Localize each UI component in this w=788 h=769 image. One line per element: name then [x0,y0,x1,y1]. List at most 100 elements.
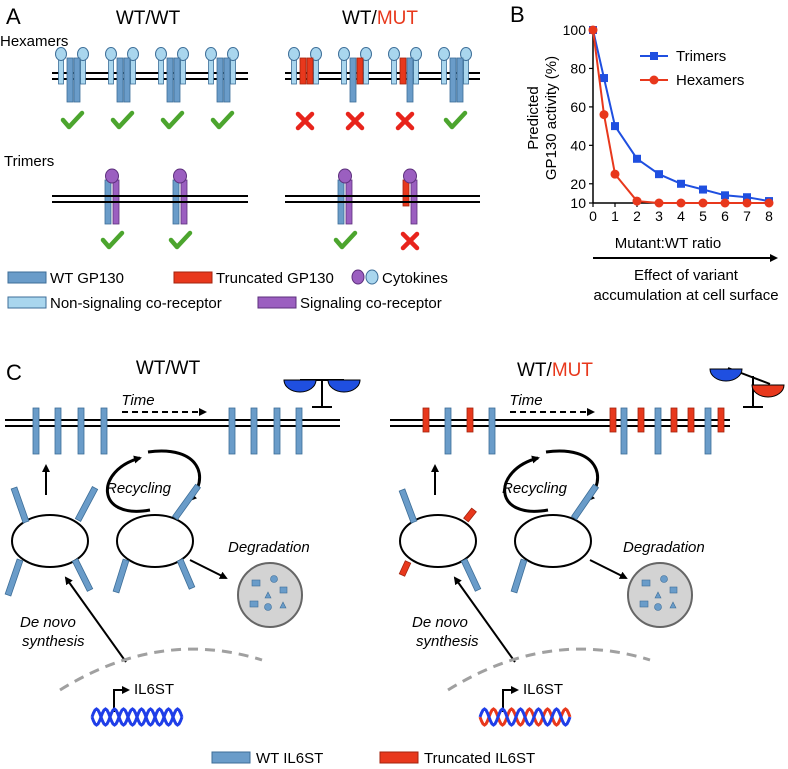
wt-gp130 [223,57,231,103]
nonsignaling-co-receptor [80,57,86,85]
cytokine [288,47,300,61]
truncated-il6st [609,407,617,433]
wt-il6st [4,558,24,597]
cytokine [410,47,422,61]
cross-icon [345,111,365,131]
vesicle-receptors [4,483,600,597]
y-axis-label-line1: Predicted [525,86,542,149]
data-point-trimers [721,191,729,200]
x-tick-label: 4 [677,208,685,224]
degradation-fragments [249,575,678,611]
nucleus-boundary-wt [59,647,263,692]
wt-gp130 [73,57,81,103]
fragment-circle [660,575,668,583]
time-label-wt: Time [121,392,154,409]
wt-gp130 [123,57,131,103]
check-icon [210,110,235,130]
legend-cytokine-purple [351,269,365,285]
dna-strand [90,707,184,727]
cytokine [360,47,372,61]
wt-il6st [398,488,418,524]
hexamer-complex-5 [338,47,372,103]
hexamer-complex-2 [155,47,189,103]
promoter-arrow-mut [502,686,519,712]
time-arrow-mut: Time [509,392,595,416]
wt-gp130 [456,57,464,103]
nonsignaling-co-receptor [441,57,447,85]
wt-gp130 [349,57,357,103]
data-point-hexamers [676,198,686,208]
recycling-arrow-wt-1 [105,455,151,513]
data-point-hexamers [742,198,752,208]
y-axis-label-line2: GP130 activity (%) [543,56,560,180]
wt-il6st [704,407,712,455]
wt-il6st [510,558,528,594]
wt-il6st [77,407,85,455]
time-label-mut: Time [509,392,542,409]
wt-il6st [295,407,303,455]
fragment-square [639,600,649,608]
hexamer-complex-6 [388,47,422,103]
dna-strand [478,707,572,727]
check-icon [443,110,468,130]
panel-a: A WT/WT WT/MUT Hexamers Trimers WT GP [0,4,480,312]
wt-il6st [32,407,40,455]
cytokine [177,47,189,61]
fragment-circle [270,575,278,583]
legend-c-truncated-swatch [379,751,419,764]
fragment-triangle [654,591,662,599]
cytokine [338,47,350,61]
wt-gp130 [116,57,124,103]
data-point-hexamers [720,198,730,208]
trimer-membrane-mut [285,195,480,203]
fragment-square [669,586,678,594]
y-axis-label: Predicted GP130 activity (%) [525,56,560,180]
data-point-hexamers [610,169,620,179]
nonsignaling-co-receptor [158,57,164,85]
balance-scale-wt-icon [283,379,361,408]
legend-marker [649,75,659,85]
wt-il6st [10,486,30,524]
legend-c: WT IL6ST Truncated IL6ST [211,750,535,767]
data-point-hexamers [588,25,598,35]
cytokine [173,168,187,184]
gene-label-mut: IL6ST [523,681,563,698]
panel-a-letter: A [6,4,21,29]
data-point-hexamers [599,110,609,120]
check-icon [333,230,358,250]
nonsignaling-co-receptor [291,57,297,85]
hexamer-complex-4 [288,47,322,85]
hexamer-complex-0 [55,47,89,103]
cytokine [105,47,117,61]
cytokine [438,47,450,61]
data-point-trimers [743,193,751,202]
wt-gp130 [66,57,74,103]
recycling-arrow-mut-1 [503,455,549,513]
dna-mut [478,707,572,727]
wt-il6st [273,407,281,455]
y-tick-label: 60 [570,99,586,115]
nonsignaling-co-receptor [230,57,236,85]
legend-marker [650,52,658,60]
legend-truncated-swatch [173,271,213,284]
wt-gp130 [166,57,174,103]
data-point-trimers [600,74,608,83]
data-point-hexamers [698,198,708,208]
degradation-label-wt: Degradation [228,539,310,556]
vesicle-wt-2 [116,514,194,568]
nonsignaling-co-receptor [391,57,397,85]
y-tick-label: 10 [570,195,586,211]
nonsignaling-co-receptor [313,57,319,85]
x-axis-label: Mutant:WT ratio [615,235,721,252]
wt-il6st [112,558,130,594]
series-line-trimers [592,29,770,203]
effect-label-line1: Effect of variant [634,267,739,284]
fragment-square [641,579,651,587]
wt-il6st [74,486,99,522]
synthesis-arrow-wt [64,576,127,663]
nonsignaling-co-receptor [58,57,64,85]
degradation-label-mut: Degradation [623,539,705,556]
lysosome-wt [237,562,303,628]
truncated-il6st [422,407,430,433]
balance-scale-mut-icon [709,367,785,408]
